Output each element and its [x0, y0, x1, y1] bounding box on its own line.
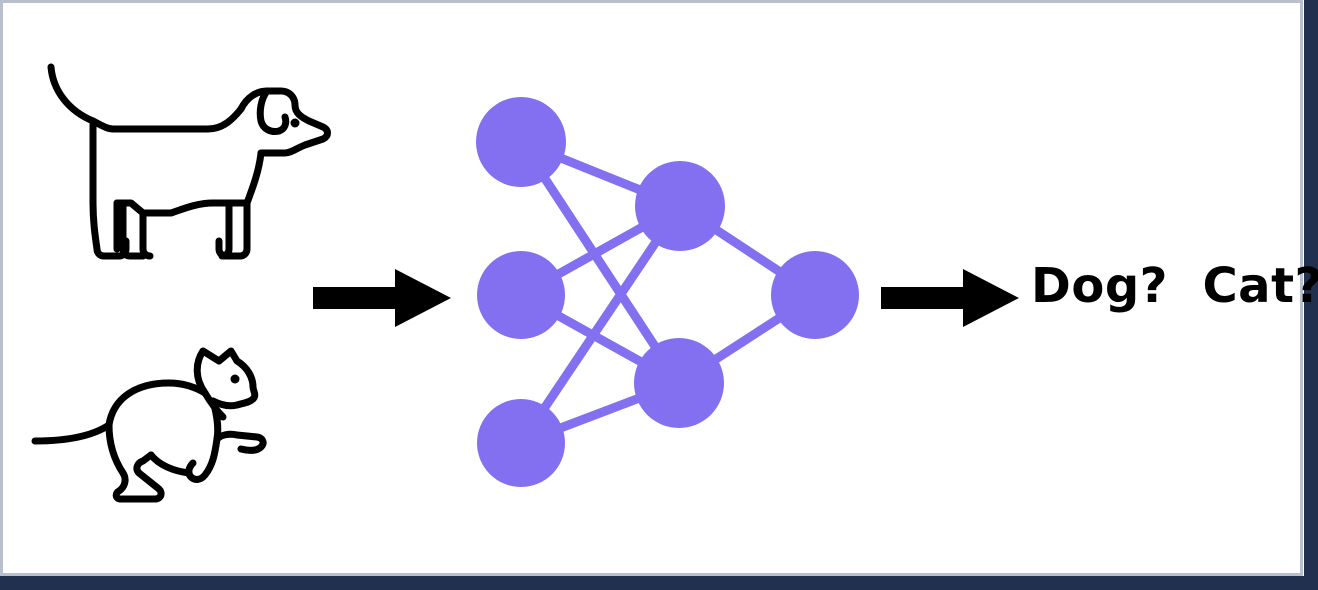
edge-i1-h2 [516, 137, 684, 388]
node-input-1 [476, 97, 566, 187]
node-output-1 [771, 251, 859, 339]
slide-frame-right [1304, 0, 1318, 590]
node-input-3 [477, 399, 565, 487]
diagram-area: Dog? Cat? [3, 3, 1318, 573]
output-label: Dog? Cat? [1031, 258, 1318, 314]
neural-network-graph [458, 78, 878, 508]
slide-frame-bottom [0, 576, 1318, 590]
arrow-network-to-output-icon [881, 265, 1021, 331]
dog-illustration [33, 63, 333, 263]
cat-illustration [23, 333, 303, 523]
arrow-input-to-network-icon [313, 265, 453, 331]
node-hidden-1 [635, 161, 725, 251]
node-input-2 [477, 251, 565, 339]
edge-i3-h1 [516, 201, 685, 448]
node-hidden-2 [634, 338, 724, 428]
